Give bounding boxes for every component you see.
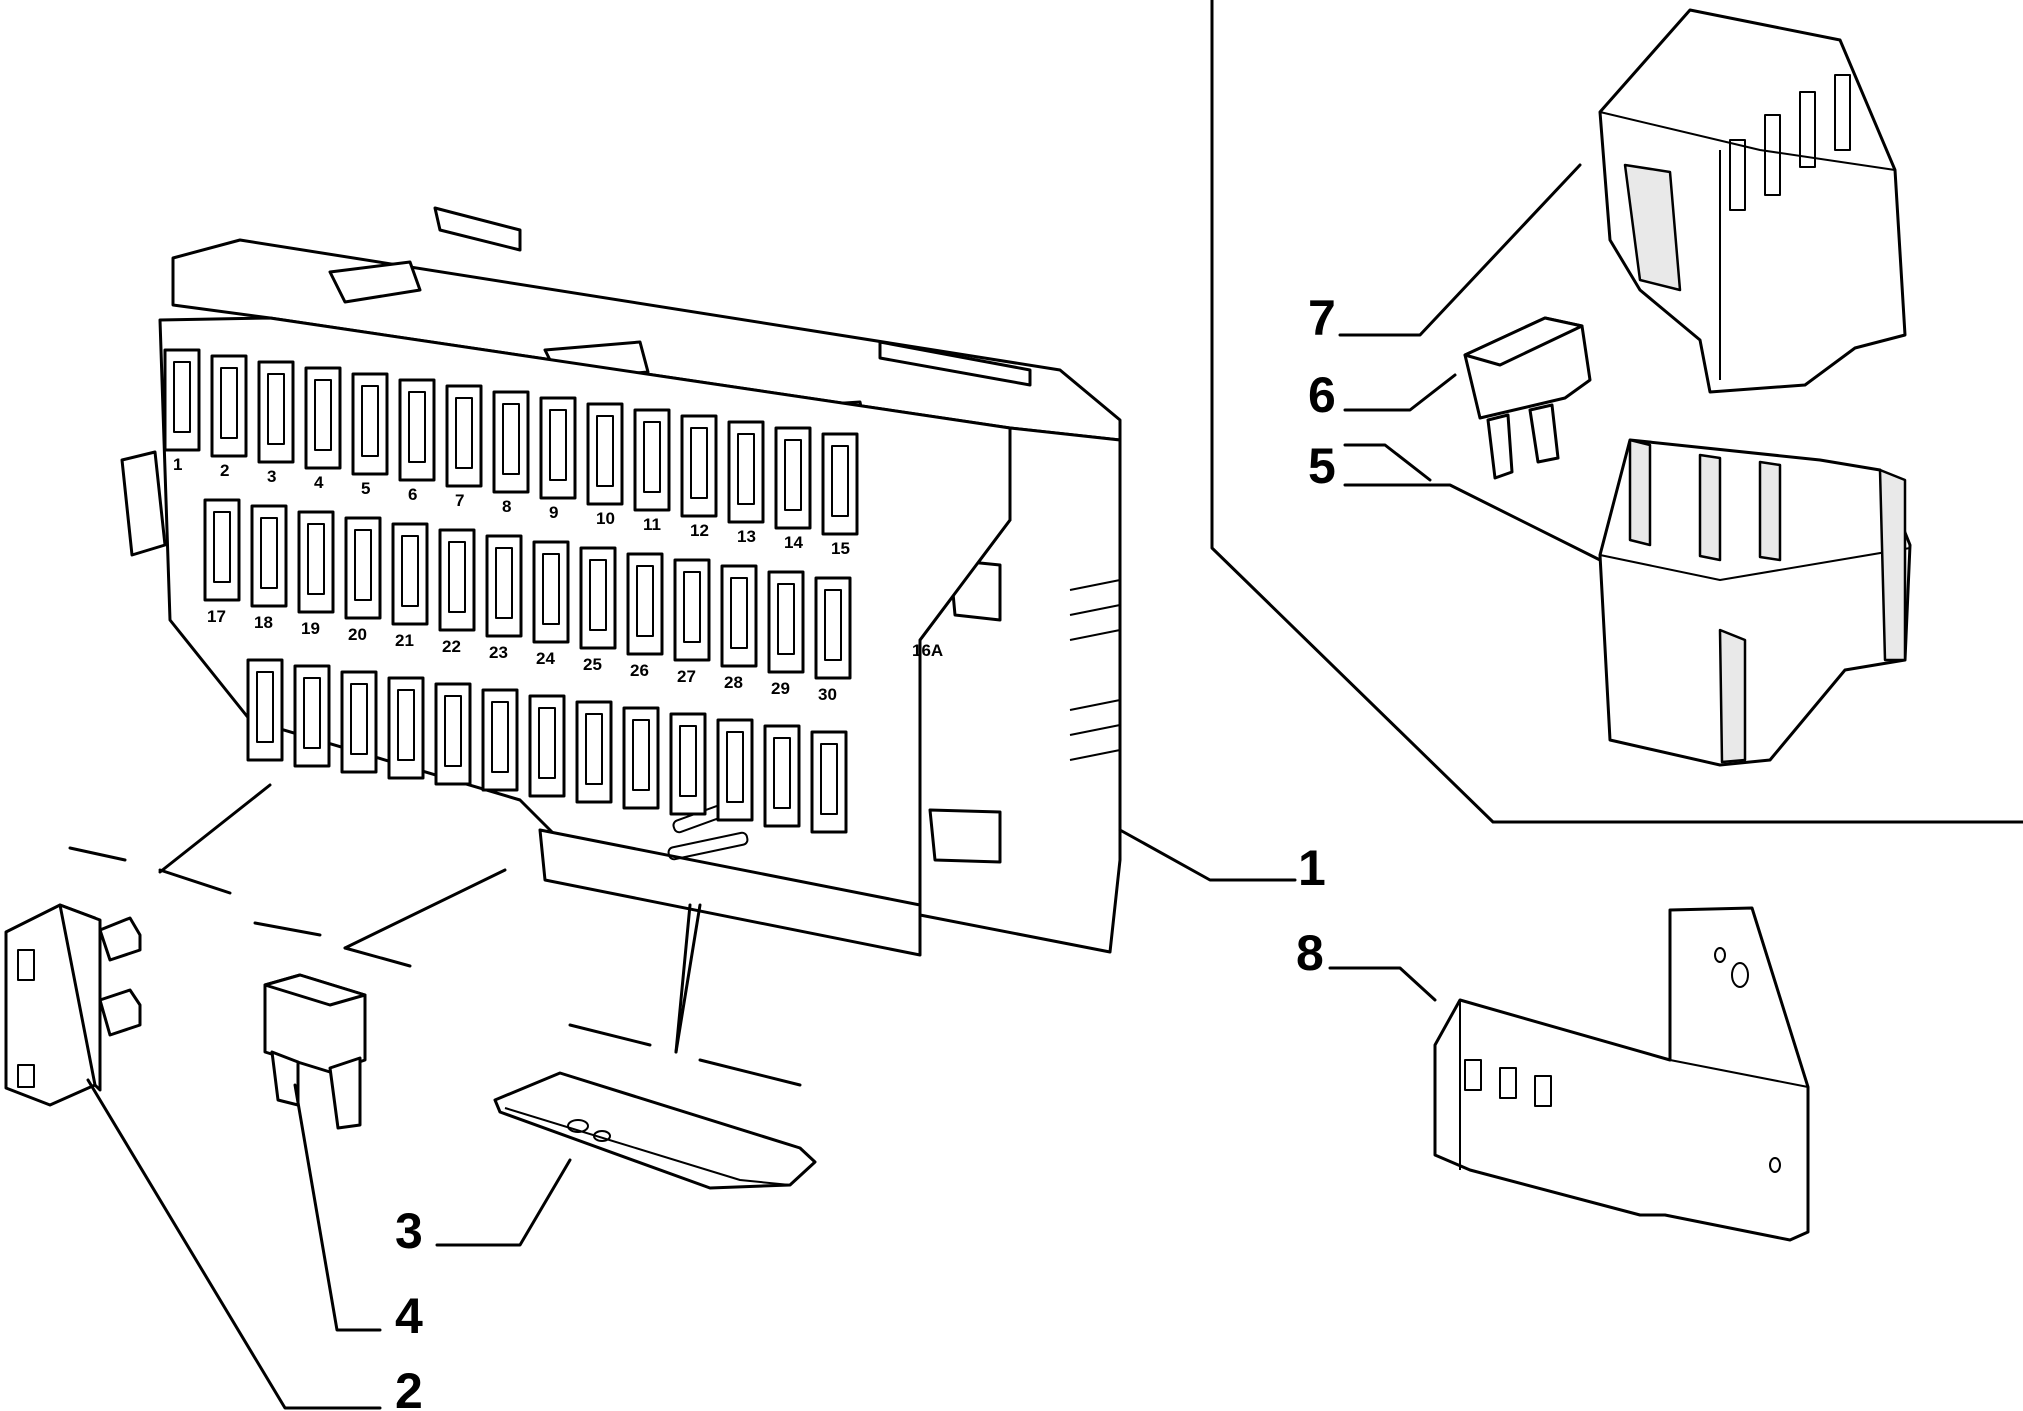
fuse-slot (481, 688, 519, 792)
fuse-number: 17 (207, 607, 226, 626)
maxi-fuse-part-2 (4, 903, 142, 1107)
relay-base-part-5 (1598, 438, 1912, 767)
fuse-grid (163, 348, 859, 834)
fuse-slot (579, 546, 617, 650)
fuse-number: 14 (784, 533, 803, 552)
fuse-slot (163, 348, 201, 452)
fuse-number: 22 (442, 637, 461, 656)
fuse-number: 30 (818, 685, 837, 704)
fuse-number: 13 (737, 527, 756, 546)
fuse-slot (351, 372, 389, 476)
blade-fuse-part-4 (263, 973, 367, 1130)
callout-7: 7 (1308, 290, 1336, 346)
fuse-number: 10 (596, 509, 615, 528)
callout-1: 1 (1298, 840, 1326, 896)
fuse-slot (210, 354, 248, 458)
fuse-slot (344, 516, 382, 620)
fuse-slot (438, 528, 476, 632)
bracket-part-8 (1433, 906, 1810, 1242)
fuse-number: 7 (455, 491, 464, 510)
fuse-slot (626, 552, 664, 656)
fuse-slot (669, 712, 707, 816)
fuse-number: 3 (267, 467, 276, 486)
inset-frame (1210, 0, 2023, 824)
fuse-number: 2 (220, 461, 229, 480)
fuse-slot (575, 700, 613, 804)
fuse-number: 20 (348, 625, 367, 644)
callout-6: 6 (1308, 367, 1336, 423)
fuse-number: 15 (831, 539, 850, 558)
fuse-number: 4 (314, 473, 324, 492)
fuse-slot (445, 384, 483, 488)
fuse-slot (391, 522, 429, 626)
fuse-slot (622, 706, 660, 810)
fuse-number: 21 (395, 631, 414, 650)
leader-lines (68, 163, 1602, 1410)
fuse-number: 25 (583, 655, 602, 674)
callout-5: 5 (1308, 438, 1336, 494)
fuse-number: 29 (771, 679, 790, 698)
fuse-number: 12 (690, 521, 709, 540)
fuse-number: 6 (408, 485, 417, 504)
fuse-slot (246, 658, 284, 762)
fuse-number: 26 (630, 661, 649, 680)
fuse-slot (398, 378, 436, 482)
relay-cover-part-7 (1598, 8, 1907, 394)
fuse-slot (340, 670, 378, 774)
fuse-slot (586, 402, 624, 506)
fuse-slot (293, 664, 331, 768)
fuse-slot (492, 390, 530, 494)
callout-3: 3 (395, 1203, 423, 1259)
fuse-slot (774, 426, 812, 530)
fuse-label-16a: 16A (912, 641, 943, 660)
fuse-slot (727, 420, 765, 524)
fuse-slot (297, 510, 335, 614)
fuse-number: 27 (677, 667, 696, 686)
fuse-number: 19 (301, 619, 320, 638)
fuse-slot (814, 576, 852, 680)
fuse-slot (539, 396, 577, 500)
fuse-slot (767, 570, 805, 674)
fuse-number: 5 (361, 479, 370, 498)
fuse-slot (720, 564, 758, 668)
fuse-number: 8 (502, 497, 511, 516)
fuse-number: 9 (549, 503, 558, 522)
mini-fuse-part-6 (1463, 316, 1592, 480)
fuse-slot (528, 694, 566, 798)
fuse-number: 1 (173, 455, 182, 474)
fuse-slot (304, 366, 342, 470)
fuse-number: 28 (724, 673, 743, 692)
fuse-number: 11 (643, 515, 661, 534)
callout-labels: 1 2 3 4 5 6 7 8 (395, 290, 1336, 1411)
fuse-slot (680, 414, 718, 518)
fuse-number: 24 (536, 649, 555, 668)
fuse-slot (716, 718, 754, 822)
callout-8: 8 (1296, 925, 1324, 981)
fuse-slot (434, 682, 472, 786)
fuse-slot (810, 730, 848, 834)
fuse-number: 23 (489, 643, 508, 662)
callout-4: 4 (395, 1288, 423, 1344)
fuse-slot (673, 558, 711, 662)
fuse-slot (532, 540, 570, 644)
fuse-slot (257, 360, 295, 464)
fuse-slot (763, 724, 801, 828)
fuse-slot (203, 498, 241, 602)
callout-2: 2 (395, 1363, 423, 1411)
fuse-slot (633, 408, 671, 512)
fuse-number: 18 (254, 613, 273, 632)
fuse-slot (485, 534, 523, 638)
fuse-puller-part-3 (493, 1071, 817, 1190)
fuse-slot (250, 504, 288, 608)
fuse-slot (387, 676, 425, 780)
fuse-slot (821, 432, 859, 536)
